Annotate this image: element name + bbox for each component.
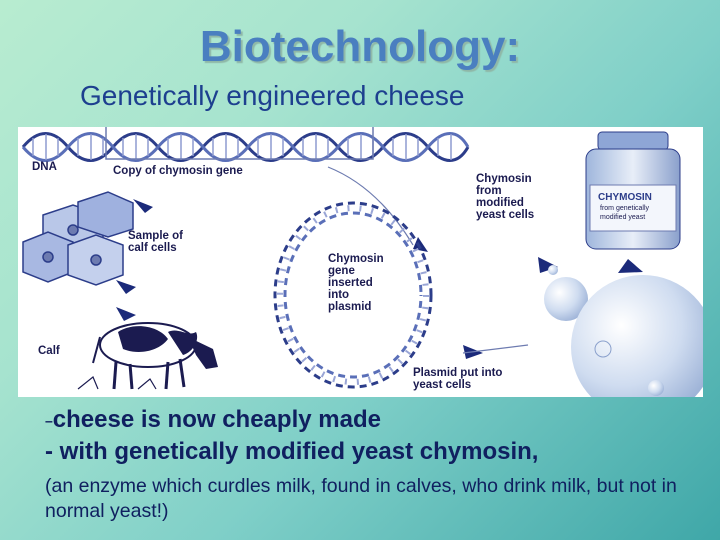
chymosin-bottle — [585, 131, 681, 250]
plasmid-to-yeast-arrow — [462, 344, 529, 354]
dna-label: DNA — [32, 161, 57, 173]
slide-title: Biotechnology: — [199, 22, 521, 71]
gene-bracket — [105, 127, 374, 160]
dna-helix — [21, 132, 470, 162]
bottle-line1-label: from genetically — [600, 205, 650, 212]
calf-label: Calf — [38, 345, 60, 357]
calf-cells-label: Sample of calf cells — [128, 230, 183, 254]
calf-cells-illustration — [22, 191, 134, 286]
plasmid-into-yeast-label: Plasmid put into yeast cells — [413, 367, 503, 391]
plasmid-ring — [273, 201, 433, 389]
bottle-line2-label: modified yeast — [600, 214, 646, 221]
chymosin-from-yeast-label: Chymosin from modified yeast cells — [476, 173, 535, 221]
gene-inserted-label: Chymosin gene inserted into plasmid — [328, 253, 384, 313]
bullet-yeast-chymosin: - with genetically modified yeast chymos… — [45, 438, 539, 465]
calf-illustration — [77, 322, 218, 390]
yeast-cells-illustration — [544, 265, 703, 397]
bullet-enzyme-note: (an enzyme which curdles milk, found in … — [45, 475, 677, 522]
slide-subtitle: Genetically engineered cheese — [80, 80, 465, 111]
copy-gene-label: Copy of chymosin gene — [113, 165, 243, 177]
process-diagram: CHYMOSIN from genetically modified yeast… — [18, 127, 703, 397]
bullet-cheaply-made: –cheese is now cheaply made — [45, 406, 381, 434]
bottle-brand-label: CHYMOSIN — [598, 192, 652, 203]
bullet-marker: – — [45, 412, 53, 429]
bullet-text-1: cheese is now cheaply made — [52, 406, 381, 433]
insert-arrow — [327, 166, 414, 246]
diagram-graphics — [21, 127, 703, 397]
